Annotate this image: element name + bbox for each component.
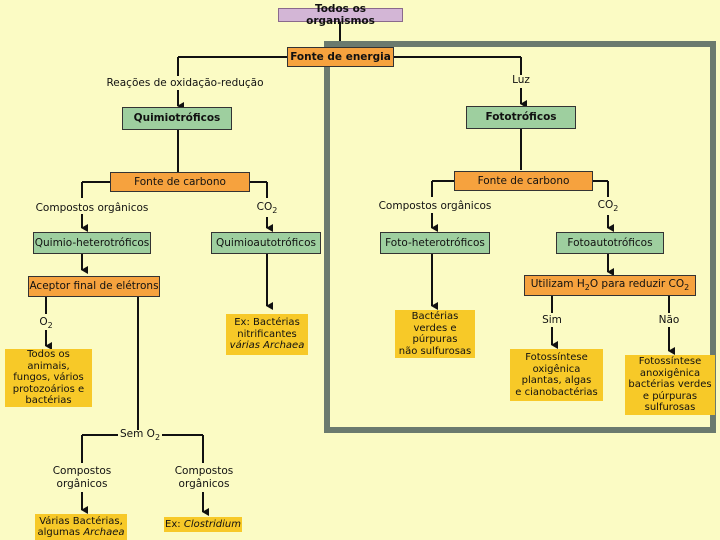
left-carbon-source-label: Fonte de carbono <box>134 175 226 188</box>
root-node: Todos os organismos <box>278 3 403 27</box>
chemoautotroph-example: Ex: Bactérias nitrificantes várias Archa… <box>226 314 308 355</box>
photoheterotrophs-node: Foto-heterotróficos <box>380 232 490 254</box>
left-co2-label: CO2 <box>256 201 278 216</box>
oxygenic-result: Fotossíntese oxigênica plantas, algas e … <box>510 349 603 401</box>
anoxygenic-result: Fotossíntese anoxigênica bactérias verde… <box>625 355 715 415</box>
water-reduction-node: Utilizam H2O para reduzir CO2 <box>524 275 696 296</box>
o2-label: O2 <box>39 316 53 331</box>
photoheterotrophs-label: Foto-heterotróficos <box>385 236 485 249</box>
energy-source-node: Fonte de energia <box>287 47 394 67</box>
photoautotrophs-node: Fotoautotróficos <box>556 232 664 254</box>
redox-label: Reações de oxidação-redução <box>106 77 264 89</box>
phototrophs-label: Fototróficos <box>485 111 557 124</box>
energy-source-label: Fonte de energia <box>290 50 391 63</box>
left-carbon-source-node: Fonte de carbono <box>110 172 250 192</box>
chemoautotrophs-node: Quimioautotróficos <box>211 232 321 254</box>
anaerobic-result-2: Ex: Clostridium <box>164 517 242 532</box>
yes-label: Sim <box>542 314 562 326</box>
electron-acceptor-label: Aceptor final de elétrons <box>29 280 159 293</box>
anaerobic-result-1: Várias Bactérias, algumas Archaea <box>35 514 127 540</box>
right-carbon-source-node: Fonte de carbono <box>454 171 593 191</box>
electron-acceptor-node: Aceptor final de elétrons <box>28 276 160 297</box>
water-reduction-label: Utilizam H2O para reduzir CO2 <box>530 278 690 293</box>
chemotrophs-node: Quimiotróficos <box>122 107 232 130</box>
phototrophs-node: Fototróficos <box>466 106 576 129</box>
root-label: Todos os organismos <box>306 2 375 27</box>
no-o2-label: Sem O2 <box>119 428 161 443</box>
aerobic-result: Todos os animais, fungos, vários protozo… <box>5 349 92 407</box>
right-co2-label: CO2 <box>597 199 619 214</box>
chemoautotrophs-label: Quimioautotróficos <box>216 236 316 249</box>
no-label: Não <box>658 314 680 326</box>
photoautotrophs-label: Fotoautotróficos <box>567 236 653 249</box>
photoheterotroph-example: Bactérias verdes e púrpuras não sulfuros… <box>395 310 475 358</box>
chemoheterotrophs-node: Quimio-heterotróficos <box>33 232 151 254</box>
right-organic-label: Compostos orgânicos <box>378 200 492 212</box>
left-organic-label: Compostos orgânicos <box>35 202 149 214</box>
chemotrophs-label: Quimiotróficos <box>133 112 221 125</box>
right-carbon-source-label: Fonte de carbono <box>477 174 570 187</box>
light-label: Luz <box>512 74 530 86</box>
chemoheterotrophs-label: Quimio-heterotróficos <box>34 236 150 249</box>
phototroph-highlight-frame <box>324 41 716 433</box>
